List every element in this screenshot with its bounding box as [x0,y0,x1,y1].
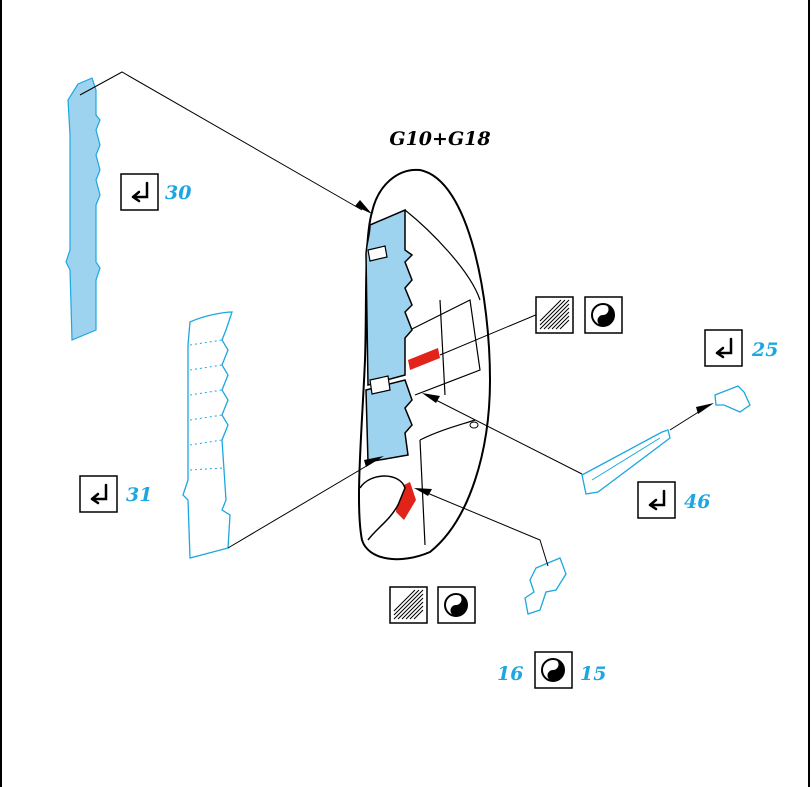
upper-icon-pair [535,296,623,334]
label-16-15: 16 15 [497,651,606,689]
bend-arrow-icon-glyph [648,489,666,511]
leader-30 [79,71,363,211]
svg-text:30: 30 [165,182,191,204]
hinge-tab-lower [369,375,391,395]
svg-text:31: 31 [126,484,152,506]
lower-photoetch-strip [365,379,413,463]
red-hinge-part-upper [408,348,440,370]
leader-46 [425,394,583,475]
leader-red-upper [439,313,539,356]
part-16-15 [524,557,567,615]
leader-31 [227,457,381,549]
leader-lines [79,71,709,567]
bend-arrow-icon-glyph [90,483,108,505]
leader-16 [419,489,549,567]
part-30-strip [65,77,101,341]
label-30: 30 [120,173,191,211]
upper-photoetch-strip [365,208,414,386]
arrow-46 [422,393,440,403]
small-hole [469,421,479,429]
arrowheads [355,200,714,496]
part-16-15-bracket [524,557,567,615]
lower-housing [359,475,406,541]
arrow-25 [696,403,714,414]
part-46-rod [581,429,671,495]
part-30 [65,77,101,341]
hinge-tab-upper [367,245,388,262]
label-25: 25 [704,329,778,367]
bend-arrow-icon-glyph [131,181,149,203]
lower-icon-pair [389,586,476,624]
wing-tip-assembly [358,168,492,561]
arrow-31 [364,456,384,467]
panel-lines [404,209,481,546]
step-title: G10+G18 [389,128,490,150]
label-46: 46 [637,481,710,519]
part-31-dots [189,339,223,471]
part-25 [714,385,751,413]
bend-arrow-icon-glyph [715,337,733,359]
part-46 [581,429,671,495]
svg-text:15: 15 [580,663,606,685]
label-31: 31 [79,475,152,513]
arrow-16 [414,488,432,496]
part-31 [182,311,233,559]
arrow-30 [355,200,372,214]
part-31-strip [182,311,233,559]
part-25-bracket [714,385,751,413]
svg-text:16: 16 [497,663,523,685]
svg-text:25: 25 [751,339,778,361]
svg-text:46: 46 [684,491,710,513]
